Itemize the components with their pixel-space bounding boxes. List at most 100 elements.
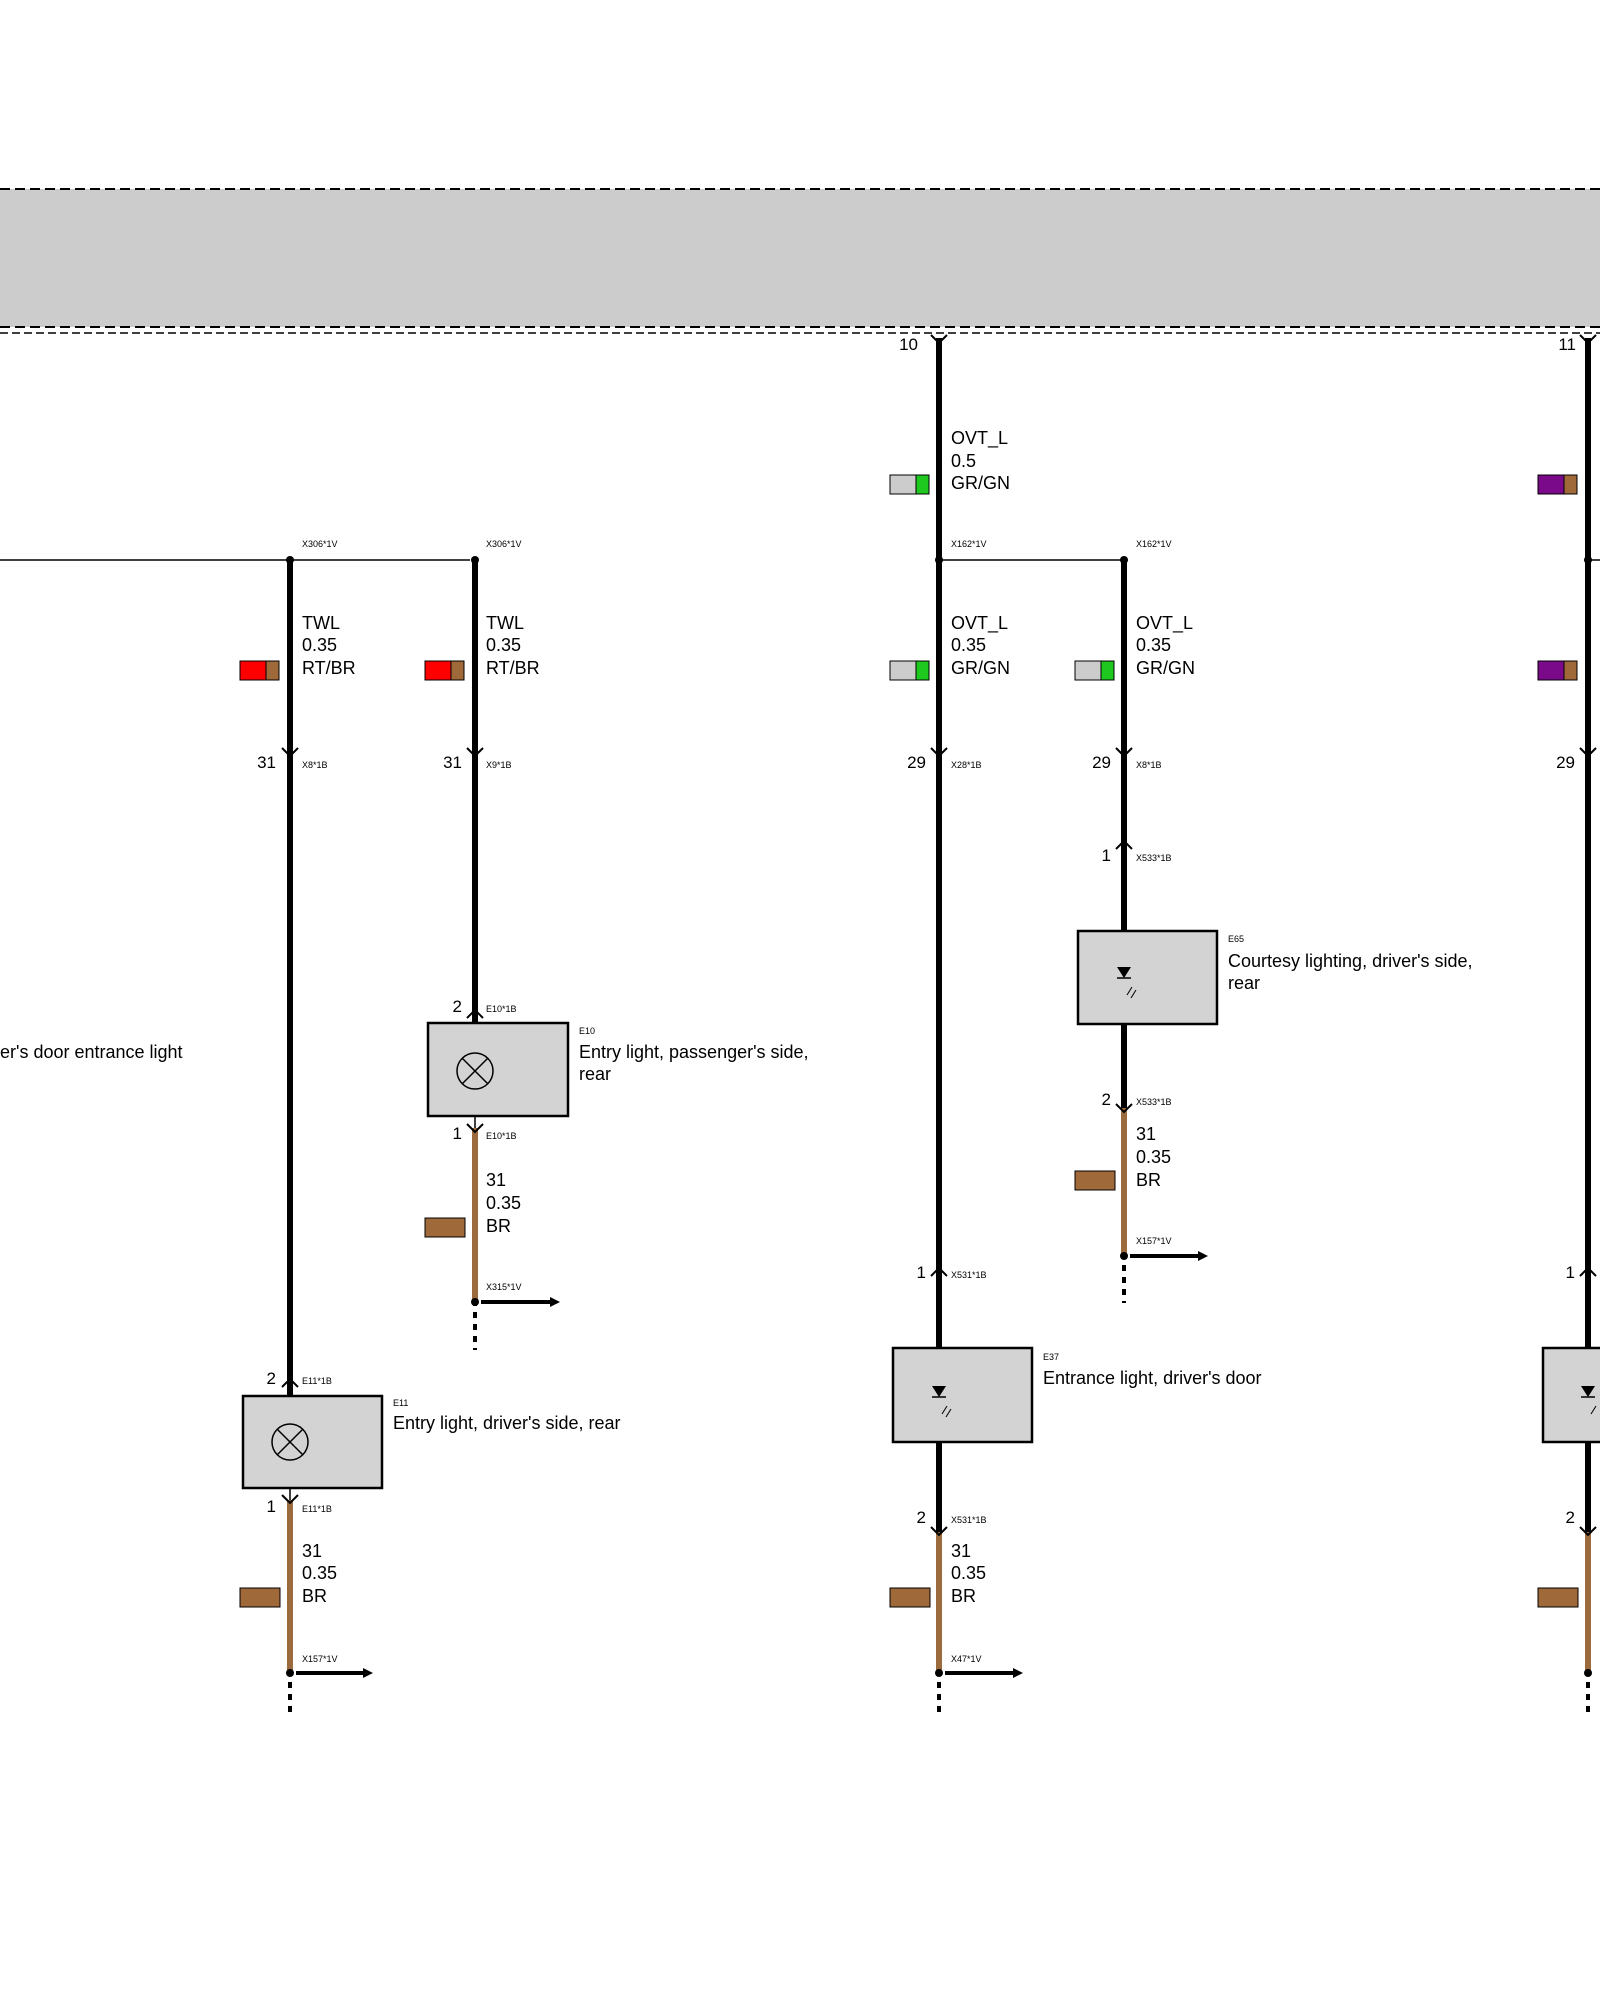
module-pin-10: 10 — [899, 335, 918, 354]
connector-label: X8*1B — [1136, 760, 1162, 770]
component-name: Entry light, driver's side, rear — [393, 1413, 621, 1433]
led-icon — [1117, 967, 1137, 999]
wire-color: BR — [1136, 1170, 1161, 1190]
wire-color-chip-brown — [1537, 1587, 1579, 1608]
circuit-e37: OVT_L 0.5 GR/GN X162*1V OVT_L 0.35 GR/GN… — [889, 334, 1262, 1712]
connector-symbol — [281, 747, 299, 758]
connector-label: X157*1V — [1136, 1236, 1172, 1246]
pin-number: 31 — [257, 753, 276, 772]
component-name: Entrance light, driver's door — [1043, 1368, 1262, 1388]
cut-component-name: er's door entrance light — [0, 1042, 183, 1062]
wire-color-chip-green — [1100, 660, 1115, 681]
wire-signal: 31 — [486, 1170, 506, 1190]
component-code: E11 — [393, 1398, 408, 1408]
pin-number: 2 — [1102, 1090, 1111, 1109]
wire-color-chip-brown — [889, 1587, 931, 1608]
wire-color-chip-gray — [889, 474, 917, 495]
component-code: E10 — [579, 1026, 595, 1036]
wire-color-chip-brown — [424, 1217, 466, 1238]
wire-color-chip-brown — [450, 660, 465, 681]
wire-size: 0.35 — [951, 635, 986, 655]
wire-signal: TWL — [302, 613, 340, 633]
connector-label: X47*1V — [951, 1654, 982, 1664]
wire-size: 0.35 — [486, 1193, 521, 1213]
pin-number: 2 — [1566, 1508, 1575, 1527]
connector-label: X28*1B — [951, 760, 982, 770]
control-module: 10 11 — [0, 188, 1600, 354]
pin-number: 29 — [1092, 753, 1111, 772]
pin-number: 1 — [1102, 846, 1111, 865]
pin-number: 29 — [1556, 753, 1575, 772]
wire-signal: 31 — [1136, 1124, 1156, 1144]
connector-label: E10*1B — [486, 1004, 517, 1014]
component-e65-box — [1076, 929, 1219, 1026]
connector-label: E10*1B — [486, 1131, 517, 1141]
component-e37-box — [891, 1346, 1034, 1444]
connector-label: X531*1B — [951, 1270, 987, 1280]
connector-label: X533*1B — [1136, 853, 1172, 863]
connector-label: X533*1B — [1136, 1097, 1172, 1107]
lamp-icon — [456, 1052, 494, 1090]
circuit-e65: X162*1V OVT_L 0.35 GR/GN 29 X8*1B 1 X533… — [1074, 539, 1473, 1303]
pin-number: 2 — [917, 1508, 926, 1527]
wire-size: 0.35 — [1136, 1147, 1171, 1167]
pin-number: 1 — [1566, 1263, 1575, 1282]
pin-number: 29 — [907, 753, 926, 772]
component-name-line2: rear — [579, 1064, 611, 1084]
wire-signal: 31 — [951, 1541, 971, 1561]
wire-color: BR — [302, 1586, 327, 1606]
connector-label: E11*1B — [302, 1504, 332, 1514]
pin-number: 31 — [443, 753, 462, 772]
wire-color-chip-gray — [1074, 660, 1102, 681]
connector-label: X306*1V — [486, 539, 522, 549]
component-name-line2: rear — [1228, 973, 1260, 993]
wire-signal: OVT_L — [1136, 613, 1193, 634]
wire-size: 0.35 — [302, 635, 337, 655]
wire-color-chip-brown — [239, 1587, 281, 1608]
circuit-right-partial: 29 1 2 — [1537, 334, 1600, 1712]
wire-color-chip-brown — [1563, 660, 1578, 681]
wire-size: 0.35 — [486, 635, 521, 655]
connector-label: X306*1V — [302, 539, 338, 549]
pin-number: 2 — [453, 997, 462, 1016]
wire-color: GR/GN — [951, 473, 1010, 493]
connector-label: X315*1V — [486, 1282, 522, 1292]
component-name: Entry light, passenger's side, — [579, 1042, 809, 1062]
pin-number: 1 — [267, 1497, 276, 1516]
led-icon — [1581, 1386, 1597, 1415]
pin-number: 2 — [267, 1369, 276, 1388]
wire-color-chip-red — [424, 660, 452, 681]
wire-color: GR/GN — [951, 658, 1010, 678]
wire-signal: OVT_L — [951, 613, 1008, 634]
wire-color-chip-green — [915, 474, 930, 495]
circuit-e11: X306*1V TWL 0.35 RT/BR 31 X8*1B 2 E11*1B… — [239, 539, 621, 1712]
wire-color-chip-purple — [1537, 660, 1565, 681]
wire-color: BR — [951, 1586, 976, 1606]
connector-label: E11*1B — [302, 1376, 332, 1386]
wire-color: RT/BR — [302, 658, 356, 678]
splice-dot — [286, 556, 294, 564]
wire-signal: TWL — [486, 613, 524, 633]
component-code: E37 — [1043, 1352, 1059, 1362]
wire-size: 0.5 — [951, 451, 976, 471]
component-e11-box — [241, 1394, 384, 1490]
component-name: Courtesy lighting, driver's side, — [1228, 951, 1473, 971]
connector-label: X162*1V — [951, 539, 987, 549]
wire-color-chip-red — [239, 660, 267, 681]
wire-size: 0.35 — [1136, 635, 1171, 655]
wire-signal: OVT_L — [951, 428, 1008, 449]
connector-label: X531*1B — [951, 1515, 987, 1525]
lamp-icon — [271, 1423, 309, 1461]
pin-number: 1 — [917, 1263, 926, 1282]
wire-color: BR — [486, 1216, 511, 1236]
connector-label: X162*1V — [1136, 539, 1172, 549]
module-pin-11: 11 — [1558, 335, 1576, 354]
wire-color-chip-brown — [265, 660, 280, 681]
wire-signal: 31 — [302, 1541, 322, 1561]
wire-color-chip-brown — [1074, 1170, 1116, 1191]
wire-color: GR/GN — [1136, 658, 1195, 678]
wire-size: 0.35 — [302, 1563, 337, 1583]
wire-size: 0.35 — [951, 1563, 986, 1583]
pin-number: 1 — [453, 1124, 462, 1143]
